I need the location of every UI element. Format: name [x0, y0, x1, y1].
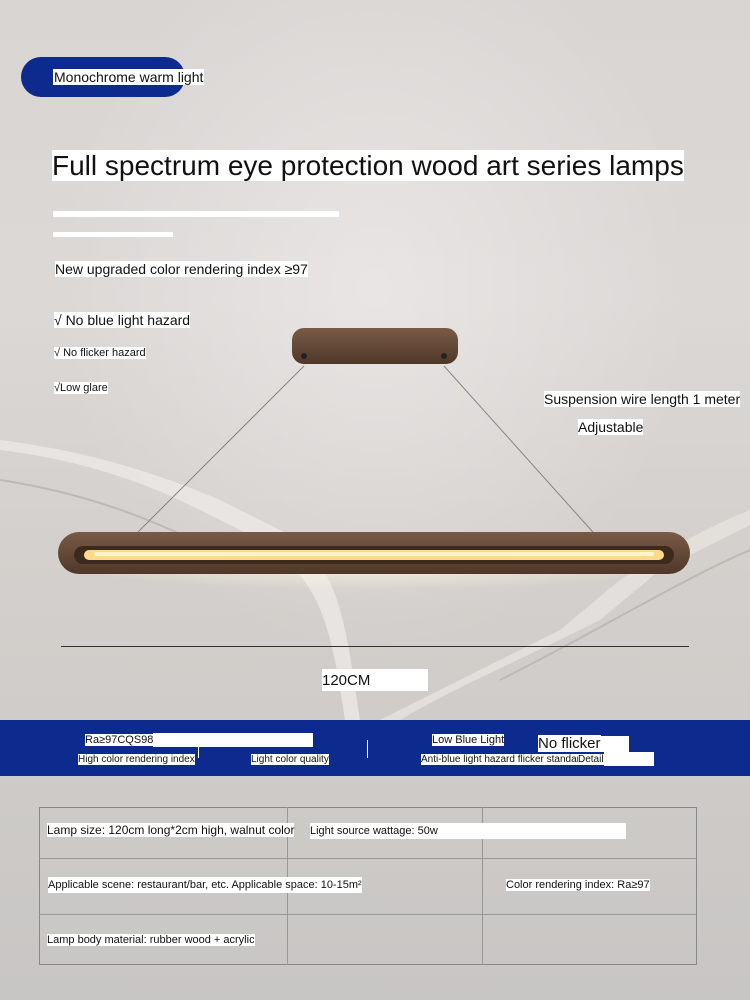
divider-bar	[53, 211, 339, 217]
dimension-line	[61, 646, 689, 647]
divider-bar	[53, 232, 173, 237]
table-divider	[39, 858, 696, 859]
suspension-adjustable: Adjustable	[578, 419, 644, 435]
table-divider	[39, 914, 696, 915]
band-cri-value: Ra≥97CQS98	[85, 733, 314, 747]
pendant-lamp	[45, 328, 705, 590]
band-noflicker-value: No flicker	[538, 735, 629, 753]
table-divider	[482, 807, 483, 965]
spec-cri: Color rendering index: Ra≥97	[506, 879, 650, 891]
spec-table	[39, 807, 697, 965]
suspension-wire-length: Suspension wire length 1 meter	[544, 391, 741, 407]
band-lowblue-label: Anti-blue light hazard flicker standard	[421, 754, 586, 765]
spec-lamp-size: Lamp size: 120cm long*2cm high, walnut c…	[47, 823, 295, 837]
suspension-wire	[443, 365, 601, 541]
feature-band	[0, 720, 750, 776]
feature-no-blue-light: √ No blue light hazard	[54, 312, 191, 328]
badge-text: Monochrome warm light	[53, 69, 205, 85]
spec-scene: Applicable scene: restaurant/bar, etc. A…	[48, 877, 362, 893]
band-separator	[367, 740, 368, 758]
feature-color-rendering: New upgraded color rendering index ≥97	[55, 261, 308, 277]
spec-material: Lamp body material: rubber wood + acryli…	[47, 934, 255, 946]
feature-no-flicker: √ No flicker hazard	[54, 347, 146, 359]
feature-low-glare: √Low glare	[54, 382, 108, 394]
suspension-wire	[129, 365, 305, 541]
spec-wattage: Light source wattage: 50w	[310, 823, 626, 839]
band-cri-label: High color rendering index	[78, 754, 195, 765]
band-separator	[198, 740, 199, 758]
band-quality-label: Light color quality	[251, 754, 329, 765]
band-noflicker-label: Detail	[578, 752, 654, 766]
page-title: Full spectrum eye protection wood art se…	[52, 150, 684, 181]
ceiling-canopy	[292, 328, 458, 364]
band-lowblue-value: Low Blue Light	[432, 734, 505, 746]
dimension-label: 120CM	[322, 669, 428, 691]
